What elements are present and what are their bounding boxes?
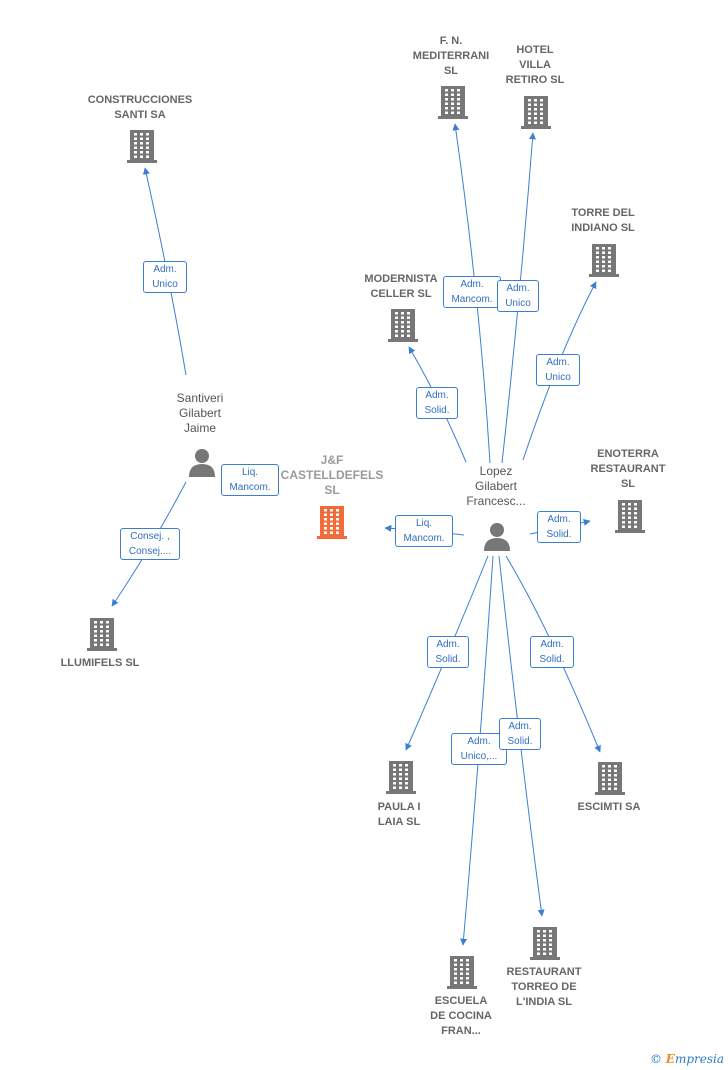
node-label-escuela[interactable]: ESCUELA DE COCINA FRAN... bbox=[430, 995, 492, 1037]
node-lopez[interactable] bbox=[482, 521, 512, 556]
node-llumifels[interactable] bbox=[86, 617, 118, 656]
edge-label-santiveri-to-construcciones: Adm. Unico bbox=[143, 261, 187, 293]
node-label-enoterra[interactable]: ENOTERRA RESTAURANT SL bbox=[590, 448, 666, 490]
person-icon bbox=[484, 523, 510, 551]
node-label-lopez[interactable]: Lopez Gilabert Francesc... bbox=[466, 464, 526, 508]
node-paula[interactable] bbox=[385, 760, 417, 799]
edge-label-lopez-to-main: Liq. Mancom. bbox=[395, 515, 453, 547]
node-enoterra[interactable] bbox=[614, 499, 646, 538]
edge-label-lopez-to-paula: Adm. Solid. bbox=[427, 636, 469, 668]
building-icon bbox=[388, 309, 418, 342]
node-label-main[interactable]: J&F CASTELLDEFELS SL bbox=[280, 453, 384, 497]
building-icon bbox=[615, 500, 645, 533]
building-icon bbox=[447, 956, 477, 989]
node-construcciones[interactable] bbox=[126, 129, 158, 168]
node-label-llumifels[interactable]: LLUMIFELS SL bbox=[60, 657, 140, 669]
node-fn[interactable] bbox=[437, 85, 469, 124]
building-icon bbox=[530, 927, 560, 960]
building-icon bbox=[438, 86, 468, 119]
node-label-santiveri[interactable]: Santiveri Gilabert Jaime bbox=[176, 391, 224, 435]
brand-name: mpresia bbox=[674, 1052, 724, 1066]
edge-label-lopez-to-escimti: Adm. Solid. bbox=[530, 636, 574, 668]
edge-label-lopez-to-enoterra: Adm. Solid. bbox=[537, 511, 581, 543]
building-icon bbox=[521, 96, 551, 129]
edge-label-lopez-to-torre: Adm. Unico bbox=[536, 354, 580, 386]
node-label-construcciones[interactable]: CONSTRUCCIONES SANTI SA bbox=[87, 94, 193, 121]
edge-label-santiveri-to-main: Liq. Mancom. bbox=[221, 464, 279, 496]
node-hotel[interactable] bbox=[520, 95, 552, 134]
node-restaurant[interactable] bbox=[529, 926, 561, 965]
node-label-escimti[interactable]: ESCIMTI SA bbox=[577, 801, 641, 813]
brand-first-letter: E bbox=[665, 1052, 675, 1066]
node-label-hotel[interactable]: HOTEL VILLA RETIRO SL bbox=[505, 44, 565, 86]
empresia-brand: © Empresia bbox=[650, 1052, 724, 1066]
node-modernista[interactable] bbox=[387, 308, 419, 347]
node-label-paula[interactable]: PAULA I LAIA SL bbox=[377, 801, 421, 828]
edge-label-lopez-to-modernista: Adm. Solid. bbox=[416, 387, 458, 419]
edge-label-lopez-to-hotel: Adm. Unico bbox=[497, 280, 539, 312]
node-label-torre[interactable]: TORRE DEL INDIANO SL bbox=[571, 207, 635, 234]
node-label-modernista[interactable]: MODERNISTA CELLER SL bbox=[364, 273, 438, 300]
building-icon bbox=[595, 762, 625, 795]
edge-label-lopez-to-restaurant: Adm. Solid. bbox=[499, 718, 541, 750]
node-label-fn[interactable]: F. N. MEDITERRANI SL bbox=[412, 35, 490, 77]
edge-label-santiveri-to-llumifels: Consej. , Consej.... bbox=[120, 528, 180, 560]
node-label-restaurant[interactable]: RESTAURANT TORREO DE L'INDIA SL bbox=[506, 966, 582, 1008]
copyright-symbol: © bbox=[649, 1052, 662, 1066]
node-santiveri[interactable] bbox=[187, 447, 217, 482]
node-escimti[interactable] bbox=[594, 761, 626, 800]
building-icon bbox=[127, 130, 157, 163]
edge-label-lopez-to-escuela: Adm. Unico,... bbox=[451, 733, 507, 765]
node-main[interactable] bbox=[316, 505, 348, 544]
person-icon bbox=[189, 449, 215, 477]
node-torre[interactable] bbox=[588, 243, 620, 282]
building-icon bbox=[386, 761, 416, 794]
edge-label-lopez-to-fn: Adm. Mancom. bbox=[443, 276, 501, 308]
building-icon bbox=[87, 618, 117, 651]
building-icon bbox=[317, 506, 347, 539]
building-icon bbox=[589, 244, 619, 277]
node-escuela[interactable] bbox=[446, 955, 478, 994]
